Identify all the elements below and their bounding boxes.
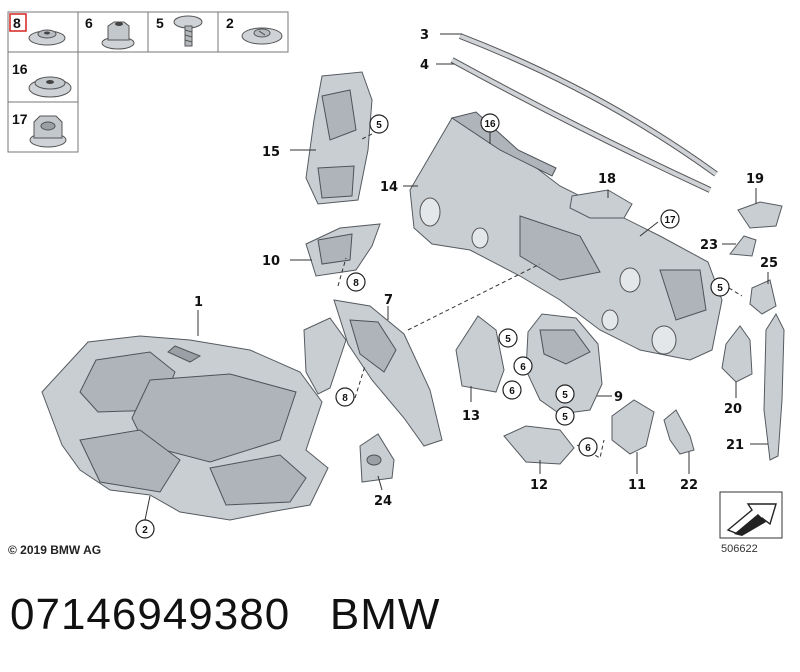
callout-numbers: 3 4 15 14 18 19 23 25 10 1 7 9 13 12 11 … (194, 28, 778, 509)
flange-nut-icon (29, 115, 67, 148)
callout-3: 3 (420, 28, 429, 43)
footer: 07146949380 BMW (10, 590, 440, 640)
insulation-part-22 (663, 409, 695, 455)
circled-5: 5 (717, 283, 723, 294)
callout-23: 23 (700, 238, 718, 253)
insulation-part-23 (729, 235, 757, 257)
insulation-part-11 (611, 399, 655, 455)
legend-cell-label: 17 (12, 111, 28, 127)
circled-5: 5 (505, 334, 511, 345)
dashed-assembly-lines (337, 133, 743, 459)
callout-18: 18 (598, 172, 616, 187)
legend-grid: 8 6 5 2 16 17 (7, 11, 289, 153)
callout-10: 10 (262, 254, 280, 269)
seal-strip-4 (450, 57, 712, 193)
legend-cell-label: 2 (226, 15, 234, 31)
circled-17: 17 (664, 215, 676, 226)
insulation-part-21 (763, 312, 785, 461)
callout-14: 14 (380, 180, 398, 195)
insulation-part-9 (525, 313, 603, 415)
callout-15: 15 (262, 145, 280, 160)
insulation-part-20 (721, 325, 753, 383)
callout-12: 12 (530, 478, 548, 493)
circled-5: 5 (562, 390, 568, 401)
circled-6: 6 (520, 362, 526, 373)
callout-11: 11 (628, 478, 646, 493)
grommet-icon (28, 76, 72, 98)
highlight-box (9, 13, 27, 32)
copyright-text: © 2019 BMW AG (8, 543, 102, 557)
circled-5: 5 (562, 412, 568, 423)
clip-nut-icon (28, 29, 66, 46)
circled-6: 6 (509, 386, 515, 397)
callout-9: 9 (614, 390, 623, 405)
insulation-part-13 (455, 315, 505, 393)
circled-2: 2 (142, 525, 148, 536)
sound-insulation-bonnet-1 (41, 335, 329, 521)
callout-19: 19 (746, 172, 764, 187)
image-number: 506622 (721, 543, 758, 555)
insulation-part-10 (305, 223, 381, 277)
callout-13: 13 (462, 409, 480, 424)
callout-4: 4 (420, 58, 429, 73)
legend-cell-label: 16 (12, 61, 28, 77)
circled-6: 6 (585, 443, 591, 454)
circled-callouts: 5 16 17 8 5 8 5 6 6 5 5 6 2 (135, 113, 730, 539)
insulation-part-7 (303, 299, 443, 447)
legend-cell-label: 5 (156, 15, 164, 31)
insulation-part-25 (749, 279, 777, 315)
brand-name: BMW (329, 590, 441, 639)
circled-5: 5 (376, 120, 382, 131)
circled-8: 8 (353, 278, 359, 289)
insulation-part-19 (737, 201, 783, 229)
callout-21: 21 (726, 438, 744, 453)
part-number: 07146949380 (10, 590, 291, 639)
callout-25: 25 (760, 256, 778, 271)
insulation-part-15 (305, 71, 373, 205)
circled-8: 8 (342, 393, 348, 404)
callout-1: 1 (194, 295, 203, 310)
circled-16: 16 (484, 119, 496, 130)
callout-24: 24 (374, 494, 392, 509)
callout-22: 22 (680, 478, 698, 493)
legend-cell-label: 8 (13, 15, 21, 31)
callout-20: 20 (724, 402, 742, 417)
hex-nut-icon (101, 21, 135, 50)
callout-7: 7 (384, 293, 393, 308)
insulation-part-24 (359, 433, 395, 483)
legend-cell-label: 6 (85, 15, 93, 31)
screw-icon (173, 15, 203, 47)
orientation-arrow-icon (719, 491, 783, 539)
insulation-part-12 (503, 425, 575, 465)
expanding-rivet-icon (241, 27, 283, 45)
leader-lines (144, 33, 769, 521)
seal-strip-3 (458, 33, 718, 177)
